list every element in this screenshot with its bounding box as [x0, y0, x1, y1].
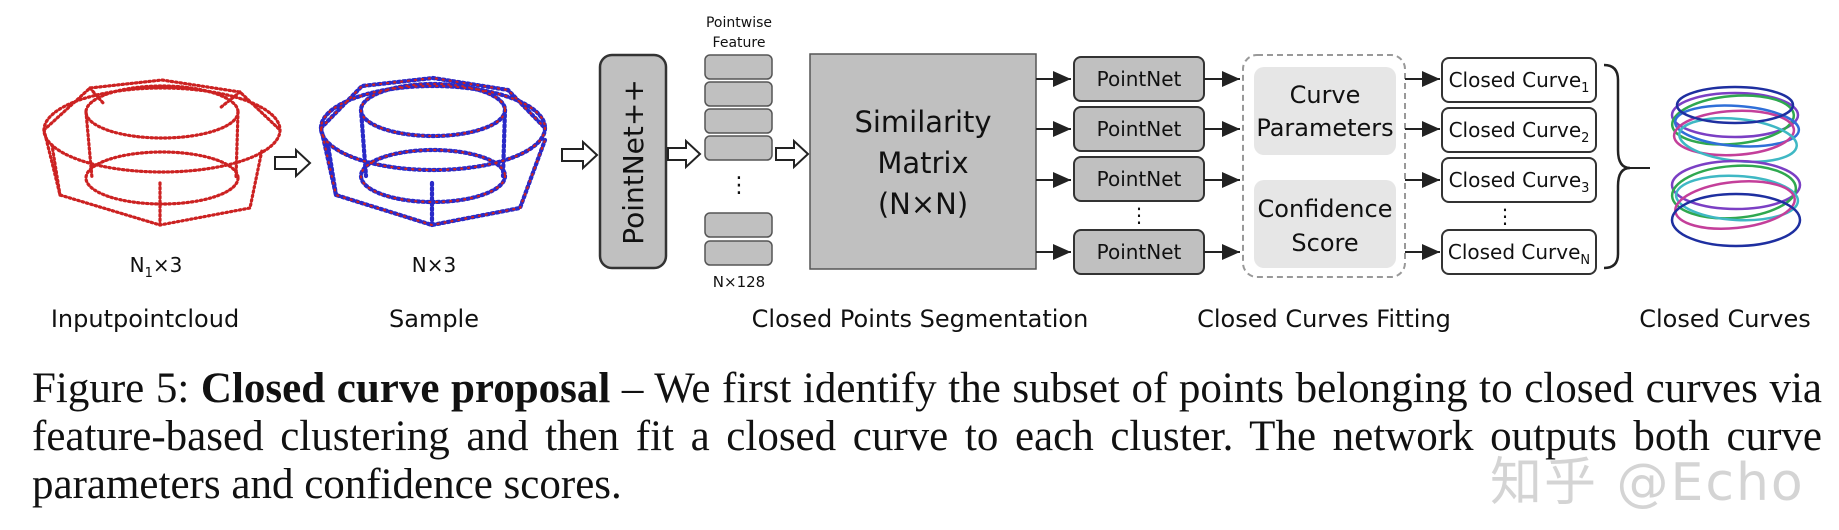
hollow-arrow-icon [561, 139, 599, 171]
caption-body: – We first identify the subset of points… [32, 365, 1822, 508]
pointnetpp-label: PointNet++ [617, 79, 650, 245]
fitting-section-label: Closed Curves Fitting [1197, 305, 1451, 333]
svg-text:Closed Curve1: Closed Curve1 [1449, 68, 1590, 96]
feature-ellipsis: ⋮ [728, 173, 750, 198]
pointnet-ellipsis: ⋮ [1129, 203, 1149, 227]
closed-curves-render [1670, 85, 1802, 248]
svg-text:Closed Curve2: Closed Curve2 [1449, 118, 1590, 146]
pointnet-box: PointNet [1073, 229, 1205, 275]
curve-parameters-box [1254, 67, 1396, 155]
segmentation-section-label: Closed Points Segmentation [752, 305, 1089, 333]
confidence-line1: Confidence [1258, 195, 1393, 223]
pointnet-box: PointNet [1073, 156, 1205, 202]
sample-section-label: Sample [389, 305, 479, 333]
pointnet-box: PointNet [1073, 106, 1205, 152]
svg-text:PointNet: PointNet [1097, 240, 1182, 264]
sampled-point-cloud [318, 75, 548, 228]
svg-text:PointNet: PointNet [1097, 67, 1182, 91]
confidence-score-box [1254, 180, 1396, 268]
curves-ellipsis: ⋮ [1495, 204, 1515, 228]
input-point-cloud [42, 78, 282, 227]
svg-text:Closed Curve3: Closed Curve3 [1449, 168, 1590, 196]
curve-params-line2: Parameters [1256, 114, 1393, 142]
brace-icon [1603, 63, 1631, 270]
pointnet-to-fitting-arrows [1204, 71, 1240, 260]
similarity-to-pointnet-arrows [1036, 71, 1071, 260]
svg-text:PointNet: PointNet [1097, 167, 1182, 191]
sample-dim-label: N×3 [412, 253, 456, 277]
svg-text:Closed CurveN: Closed CurveN [1448, 240, 1590, 268]
similarity-line2: Matrix [877, 146, 968, 180]
similarity-line3: (N×N) [878, 187, 968, 221]
caption-bold-title: Closed curve proposal [200, 365, 611, 412]
closed-curve-box: Closed Curve1 [1441, 57, 1597, 103]
pointwise-title-line1: Pointwise [706, 15, 772, 31]
watermark: 知乎 @Echo [1490, 453, 1805, 513]
similarity-matrix-block [809, 53, 1037, 270]
closed-curve-box: Closed Curve3 [1441, 157, 1597, 203]
output-section-label: Closed Curves [1639, 305, 1811, 333]
closed-curve-box: Closed Curve2 [1441, 107, 1597, 153]
closed-curve-box: Closed CurveN [1441, 229, 1597, 275]
curve-params-line1: Curve [1290, 81, 1361, 109]
pointnetpp-block [598, 53, 668, 270]
feature-dim-label: N×128 [713, 273, 765, 291]
hollow-arrow-icon [667, 138, 702, 170]
fitting-to-curve-arrows [1405, 71, 1440, 260]
caption-prefix: Figure 5: [32, 365, 201, 412]
similarity-line1: Similarity [854, 105, 991, 139]
svg-text:PointNet: PointNet [1097, 117, 1182, 141]
feature-stack [704, 54, 773, 266]
input-dim-label: N1×3 [130, 253, 183, 281]
pipeline-diagram: N1×3 Inputpointcloud [42, 15, 1811, 333]
pointnet-box: PointNet [1073, 56, 1205, 102]
hollow-arrow-icon [775, 138, 810, 170]
confidence-line2: Score [1291, 229, 1358, 257]
hollow-arrow-icon [274, 147, 312, 179]
pointwise-title-line2: Feature [713, 35, 766, 51]
figure-caption: Figure 5: Closed curve proposal – We fir… [32, 365, 1822, 509]
input-section-label: Inputpointcloud [51, 305, 239, 333]
